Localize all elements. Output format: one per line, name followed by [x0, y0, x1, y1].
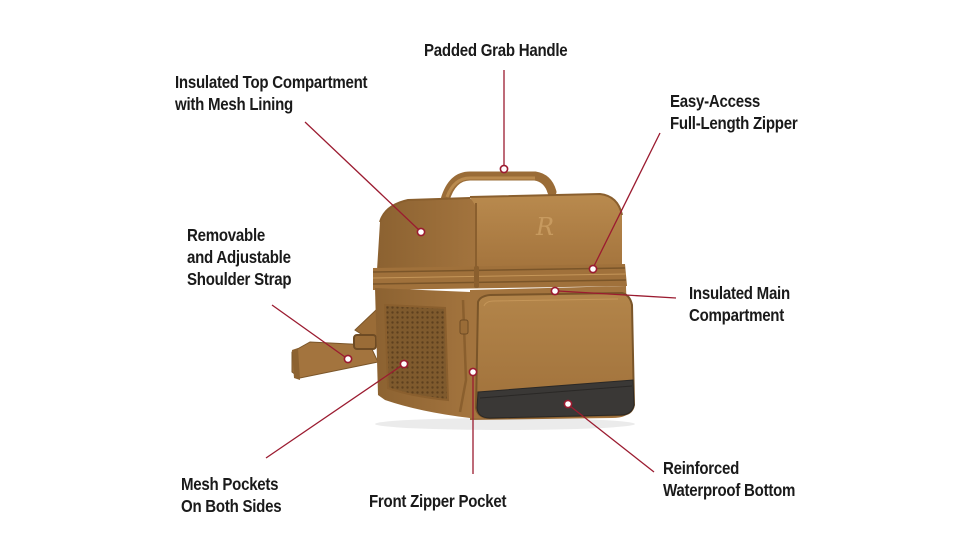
label-line: and Adjustable — [187, 247, 291, 267]
label-line: Mesh Pockets — [181, 474, 279, 494]
top-compartment-front — [470, 194, 622, 272]
label-waterproof-bottom: Reinforced Waterproof Bottom — [663, 457, 795, 501]
label-line: Padded Grab Handle — [424, 40, 568, 60]
dot-mesh-pockets — [399, 359, 409, 369]
leader-zipper — [593, 132, 661, 267]
label-mesh-pockets: Mesh Pockets On Both Sides — [181, 473, 282, 517]
dot-bottom — [563, 399, 573, 409]
label-line: Removable — [187, 225, 265, 245]
brand-logo: R — [535, 213, 554, 241]
zipper-band — [372, 264, 627, 290]
dot-main-compartment — [550, 286, 560, 296]
label-line: Front Zipper Pocket — [369, 491, 507, 511]
dot-top-compartment — [416, 227, 426, 237]
leader-bottom — [569, 405, 655, 473]
label-front-zipper-pocket: Front Zipper Pocket — [369, 490, 507, 512]
leader-main-compartment — [557, 290, 677, 299]
label-line: Insulated Main — [689, 283, 790, 303]
mesh-pocket — [383, 303, 450, 402]
dot-strap — [343, 354, 353, 364]
top-compartment-side — [377, 198, 478, 272]
label-padded-grab-handle: Padded Grab Handle — [424, 39, 568, 61]
leader-mesh-pockets — [265, 365, 402, 459]
label-line: Shoulder Strap — [187, 269, 292, 289]
dot-zipper — [588, 264, 598, 274]
label-insulated-top-compartment: Insulated Top Compartment with Mesh Lini… — [175, 71, 368, 115]
callout-dots — [343, 164, 598, 409]
label-line: Reinforced — [663, 458, 740, 478]
label-line: On Both Sides — [181, 496, 282, 516]
front-zipper-pocket — [474, 291, 636, 420]
label-line: Compartment — [689, 305, 785, 325]
label-line: Easy-Access — [670, 91, 761, 111]
label-line: Insulated Top Compartment — [175, 72, 368, 92]
leader-strap — [271, 304, 346, 358]
label-line: Full-Length Zipper — [670, 113, 798, 133]
label-shoulder-strap: Removable and Adjustable Shoulder Strap — [187, 224, 292, 290]
leader-top-compartment — [304, 121, 420, 231]
grab-handle — [440, 171, 557, 205]
label-line: Waterproof Bottom — [663, 480, 796, 500]
leader-lines — [265, 70, 677, 474]
waterproof-bottom — [476, 379, 635, 419]
dot-front-pocket — [468, 367, 478, 377]
label-easy-access-zipper: Easy-Access Full-Length Zipper — [670, 90, 798, 134]
dot-handle — [499, 164, 509, 174]
zipper-pull — [458, 299, 469, 413]
label-insulated-main-compartment: Insulated Main Compartment — [689, 282, 790, 326]
label-line: with Mesh Lining — [175, 94, 293, 114]
